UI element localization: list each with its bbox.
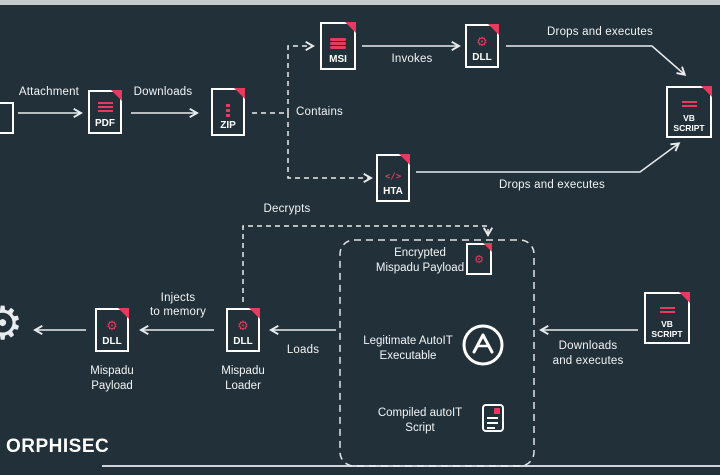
downloads-executes-label-1: Downloads [558, 340, 618, 352]
compiled-script-label: Compiled autoIT Script [377, 407, 463, 434]
fold-corner-icon [701, 86, 712, 97]
msi-file-node: MSI [320, 22, 356, 70]
fold-corner-icon [488, 24, 499, 35]
hta-file-node: </> HTA [376, 154, 410, 202]
mispadu-loader-node: ⚙ DLL [226, 308, 260, 352]
encrypted-payload-doc-icon: ⚙ [466, 243, 492, 275]
zipper-icon [226, 104, 230, 117]
footer-rule [102, 465, 720, 467]
attachment-label: Attachment [18, 86, 80, 98]
gear-icon: ⚙ [476, 35, 488, 50]
msi-drops-label: Drops and executes [547, 26, 653, 38]
encrypted-payload-label: Encrypted Mispadu Payload [375, 247, 465, 274]
pdf-file-node: PDF [88, 90, 122, 134]
fold-corner-icon [111, 90, 122, 101]
injects-label-2: to memory [149, 306, 207, 318]
dash-contains-hta [287, 113, 373, 184]
downloads-label: Downloads [133, 86, 193, 98]
autoit-logo-icon [462, 324, 504, 366]
dash-contains-msi [287, 40, 315, 113]
gear-icon: ⚙ [237, 319, 249, 334]
dll-file-node: ⚙ DLL [465, 24, 499, 68]
downloads-executes-label-2: and executes [552, 355, 624, 367]
hta-drops-label: Drops and executes [499, 179, 605, 191]
fold-corner-icon [399, 154, 410, 165]
loads-label: Loads [286, 344, 320, 356]
injects-label-1: Injects [160, 292, 196, 304]
fold-corner-icon [345, 22, 356, 33]
arrow-dll-drops [506, 45, 687, 76]
text-lines-icon [97, 102, 113, 114]
morphisec-logo: ORPHISEC [6, 436, 110, 457]
arrow-hta-drops [416, 142, 681, 173]
script-lines-icon [681, 100, 697, 109]
process-gear-icon: ⚙ [0, 296, 24, 350]
fold-corner-icon [679, 292, 690, 303]
vbscript-file-node-bottom: VB SCRIPT [644, 292, 690, 344]
fold-corner-icon [118, 308, 129, 319]
autoit-executable-label: Legitimate AutoIT Executable [363, 335, 453, 362]
fold-corner-icon [249, 308, 260, 319]
mispadu-payload-node: ⚙ DLL [95, 308, 129, 352]
zip-file-node: ZIP [211, 88, 245, 136]
gear-icon: ⚙ [106, 319, 118, 334]
email-icon [0, 102, 14, 134]
gear-icon: ⚙ [474, 252, 484, 266]
invokes-label: Invokes [391, 53, 433, 65]
top-edge-strip [0, 0, 720, 5]
decrypts-label: Decrypts [263, 203, 311, 215]
vbscript-file-node-top: VB SCRIPT [666, 86, 712, 138]
package-icon [330, 38, 346, 50]
mispadu-loader-caption: Mispadu Loader [221, 365, 265, 392]
script-lines-icon [659, 306, 675, 315]
script-scroll-icon [482, 404, 504, 432]
fold-corner-icon [234, 88, 245, 99]
code-icon: </> [384, 172, 402, 182]
mispadu-payload-caption: Mispadu Payload [90, 365, 134, 392]
contains-label: Contains [296, 106, 343, 118]
